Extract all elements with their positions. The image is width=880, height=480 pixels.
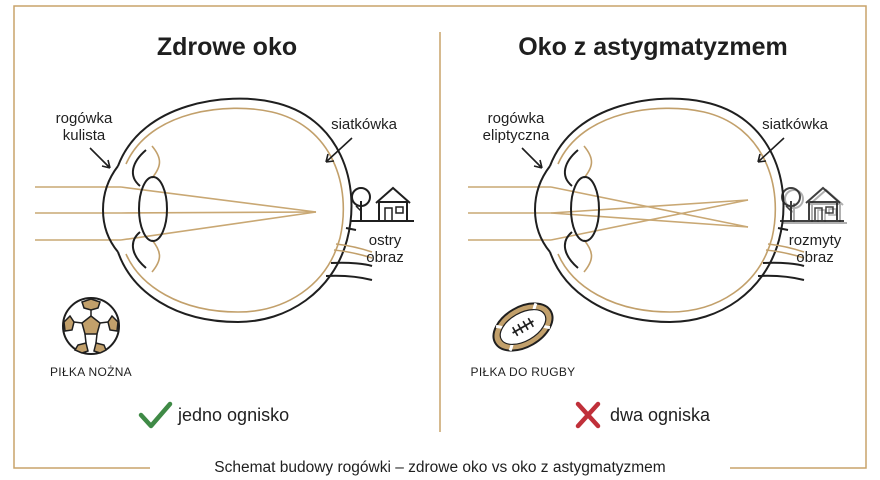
right-image-label-1: rozmyty xyxy=(789,232,842,249)
soccer-ball-icon xyxy=(62,297,120,355)
right-ball-label: PIŁKA DO RUGBY xyxy=(471,365,576,379)
right-result-text: dwa ogniska xyxy=(610,405,711,425)
right-image-label-2: obraz xyxy=(796,249,834,266)
caption-background xyxy=(150,456,730,478)
right-cornea-label-1: rogówka xyxy=(488,110,545,127)
right-light-rays xyxy=(468,186,749,241)
left-image-label-2: obraz xyxy=(366,249,404,266)
left-tree-house-icon xyxy=(349,187,415,222)
left-retina-arrow-icon xyxy=(325,137,353,163)
caption: Schemat budowy rogówki – zdrowe oko vs o… xyxy=(214,459,665,476)
left-result-text: jedno ognisko xyxy=(177,405,289,425)
right-title: Oko z astygmatyzmem xyxy=(518,33,788,61)
left-retina-label: siatkówka xyxy=(331,116,398,133)
left-title: Zdrowe oko xyxy=(157,33,297,61)
check-icon xyxy=(138,401,173,429)
left-cornea-label-2: kulista xyxy=(63,127,106,144)
left-cornea-label-1: rogówka xyxy=(56,110,113,127)
right-panel: Oko z astygmatyzmem rogówka eliptyczna s… xyxy=(468,33,848,429)
right-retina-label: siatkówka xyxy=(762,116,829,133)
right-cornea-label-2: eliptyczna xyxy=(483,127,550,144)
left-image-label-1: ostry xyxy=(369,232,402,249)
right-cornea-arrow-icon xyxy=(521,147,543,169)
left-panel: Zdrowe oko rogówka kulista siatkówka ost… xyxy=(35,33,415,429)
cross-icon xyxy=(575,401,601,429)
left-ball-label: PIŁKA NOŻNA xyxy=(50,365,132,379)
left-light-rays xyxy=(35,186,317,241)
rugby-ball-icon xyxy=(492,302,554,352)
left-cornea-arrow-icon xyxy=(89,147,111,169)
right-retina-arrow-icon xyxy=(757,137,785,163)
